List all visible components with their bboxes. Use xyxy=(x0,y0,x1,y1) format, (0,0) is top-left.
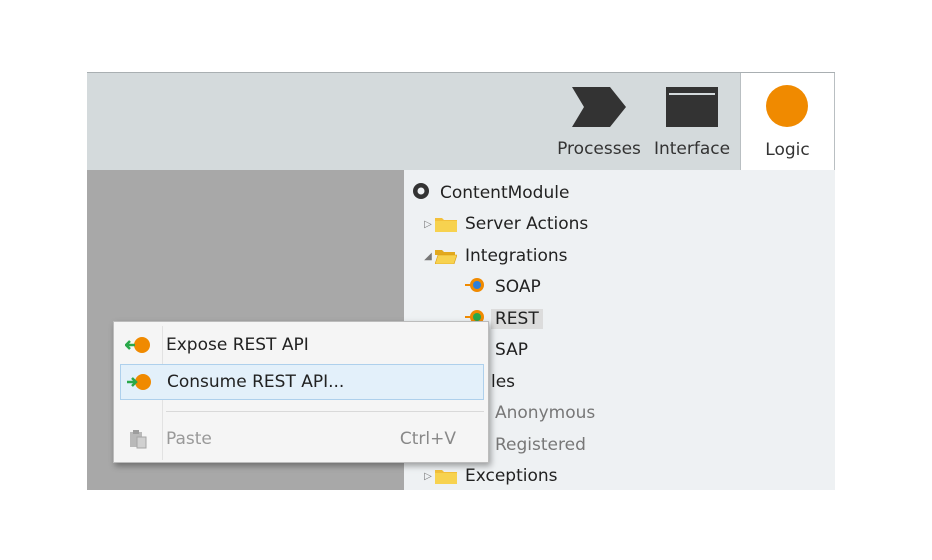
tree-item-label: SOAP xyxy=(495,277,541,297)
tab-interface[interactable]: Interface xyxy=(650,73,734,171)
soap-icon xyxy=(465,277,489,298)
tree-item-label: REST xyxy=(491,309,543,329)
layer-toolbar: Processes Interface Logic xyxy=(87,72,835,172)
tree-item-label: Exceptions xyxy=(465,466,558,486)
menu-item-paste[interactable]: Paste Ctrl+V xyxy=(120,421,484,457)
folder-icon xyxy=(435,216,457,232)
tree-item-rest[interactable]: REST xyxy=(465,305,543,333)
tree-item-label: Anonymous xyxy=(495,403,596,423)
expander-expanded-icon[interactable]: ◢ xyxy=(424,250,432,262)
tree-item-label: Registered xyxy=(495,435,586,455)
tab-logic[interactable]: Logic xyxy=(740,73,835,172)
menu-item-label: Paste xyxy=(166,429,212,449)
tree-item-label: Server Actions xyxy=(465,214,589,234)
tab-label: Interface xyxy=(653,139,731,159)
menu-item-shortcut: Ctrl+V xyxy=(399,429,456,449)
rest-icon xyxy=(465,309,489,330)
tab-label: Logic xyxy=(765,140,810,160)
menu-separator xyxy=(166,411,484,412)
tree-item-label: les xyxy=(491,372,516,392)
tree-item-registered[interactable]: Registered xyxy=(465,431,586,459)
paste-icon xyxy=(120,429,156,449)
tree-item-roles[interactable]: les xyxy=(463,368,515,396)
tab-processes[interactable]: Processes xyxy=(556,73,642,171)
expander-collapsed-icon[interactable]: ▷ xyxy=(424,218,432,230)
tree-item-integrations[interactable]: ◢ Integrations xyxy=(421,242,568,270)
menu-item-label: Consume REST API... xyxy=(167,372,345,392)
menu-item-consume-rest-api[interactable]: Consume REST API... xyxy=(120,364,484,400)
consume-api-icon xyxy=(121,373,157,391)
tree-item-label: SAP xyxy=(495,340,528,360)
tab-label: Processes xyxy=(557,139,641,159)
tree-item-anonymous[interactable]: Anonymous xyxy=(465,399,595,427)
tree-item-sap[interactable]: SAP xyxy=(465,336,528,364)
tree-root[interactable]: ContentModule xyxy=(412,179,569,207)
tree-item-soap[interactable]: SOAP xyxy=(465,273,541,301)
expander-collapsed-icon[interactable]: ▷ xyxy=(424,470,432,482)
chevron-shape-icon xyxy=(572,87,626,131)
context-menu: Expose REST API Consume REST API... Past… xyxy=(113,321,489,463)
tree-item-server-actions[interactable]: ▷ Server Actions xyxy=(421,210,588,238)
folder-icon xyxy=(435,468,457,484)
tree-item-exceptions[interactable]: ▷ Exceptions xyxy=(421,462,558,490)
tree-root-label: ContentModule xyxy=(440,183,570,203)
expose-api-icon xyxy=(120,336,156,354)
menu-item-label: Expose REST API xyxy=(166,335,309,355)
window-icon xyxy=(666,87,718,131)
menu-item-expose-rest-api[interactable]: Expose REST API xyxy=(120,327,484,363)
module-icon xyxy=(412,182,434,205)
folder-open-icon xyxy=(434,248,458,265)
tree-item-label: Integrations xyxy=(465,246,568,266)
orange-circle-icon xyxy=(766,85,808,131)
